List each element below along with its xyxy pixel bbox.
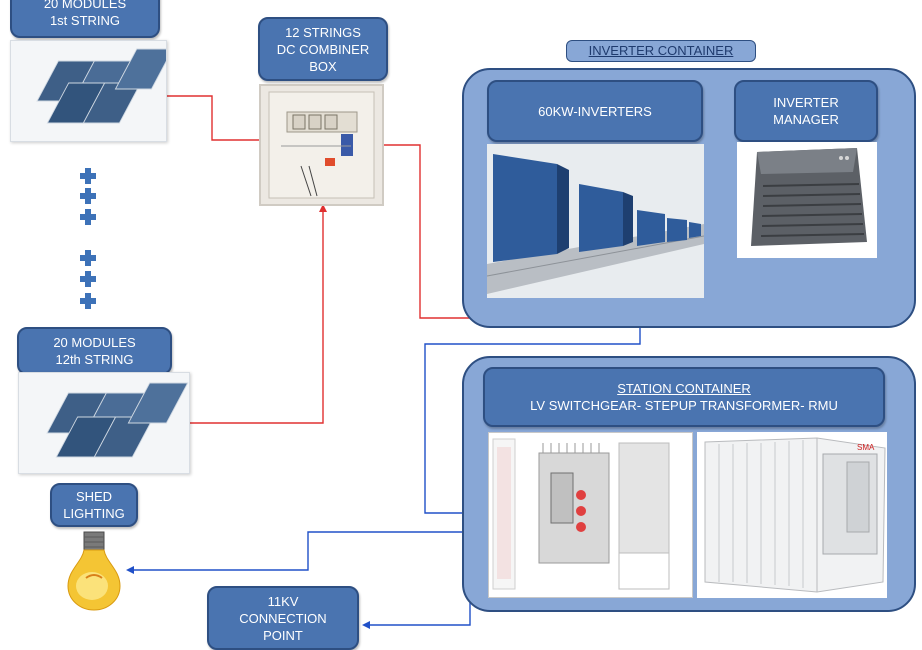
connection-point-line1: 11KV — [267, 593, 299, 609]
combiner-line1: 12 STRINGS — [285, 24, 361, 40]
inverter-manager-line1: INVERTER — [773, 95, 839, 110]
solar-panel-icon — [10, 40, 174, 142]
light-bulb-icon — [62, 528, 126, 612]
connection-point-line2: CONNECTION — [239, 610, 327, 626]
string1-line2: 1st STRING — [49, 13, 121, 28]
dc-wire-string1 — [165, 95, 260, 141]
plus-icon — [80, 188, 96, 204]
inverters-text: 60KW-INVERTERS — [538, 103, 652, 119]
combiner-line3: BOX — [309, 58, 337, 74]
combiner-label: 12 STRINGS DC COMBINER BOX — [258, 17, 388, 81]
shed-lighting-line1: SHED — [75, 489, 113, 504]
plus-icon — [80, 271, 96, 287]
plus-icon — [80, 209, 96, 225]
solar-panel-icon — [18, 372, 190, 474]
ac-wire-lighting — [130, 531, 490, 571]
string12-line2: 12th STRING — [55, 352, 134, 367]
inverters-label: 60KW-INVERTERS — [487, 80, 703, 142]
connection-point-label: 11KV CONNECTION POINT — [207, 586, 359, 650]
combiner-line2: DC COMBINER — [276, 41, 370, 57]
string12-line1: 20 MODULES — [53, 335, 136, 350]
plus-icon — [80, 168, 96, 184]
connection-point-line3: POINT — [263, 627, 303, 643]
station-subtitle: LV SWITCHGEAR- STEPUP TRANSFORMER- RMU — [530, 398, 838, 413]
plus-icon — [80, 250, 96, 266]
string1-line1: 20 MODULES — [43, 0, 127, 11]
shed-lighting-line2: LIGHTING — [63, 506, 125, 521]
string12-label: 20 MODULES 12th STRING — [17, 327, 172, 375]
station-title: STATION CONTAINER — [617, 381, 751, 396]
inverter-manager-icon — [737, 142, 877, 258]
shed-lighting-label: SHED LIGHTING — [50, 483, 138, 527]
inverter-container-title: INVERTER CONTAINER — [566, 40, 756, 62]
ac-wire-station — [424, 298, 641, 514]
dc-wire-string12 — [188, 208, 324, 424]
station-container-label: STATION CONTAINER LV SWITCHGEAR- STEPUP … — [483, 367, 885, 427]
switchgear-icon — [488, 432, 693, 598]
plus-icon — [80, 293, 96, 309]
container-icon: SMA — [697, 432, 887, 598]
inverter-manager-line2: MANAGER — [773, 112, 839, 127]
svg-text:SMA: SMA — [857, 443, 875, 452]
string1-label: 20 MODULES 1st STRING — [10, 0, 160, 38]
inverter-manager-label: INVERTER MANAGER — [734, 80, 878, 142]
inverter-icon — [486, 144, 705, 298]
combiner-box-icon — [259, 84, 384, 206]
